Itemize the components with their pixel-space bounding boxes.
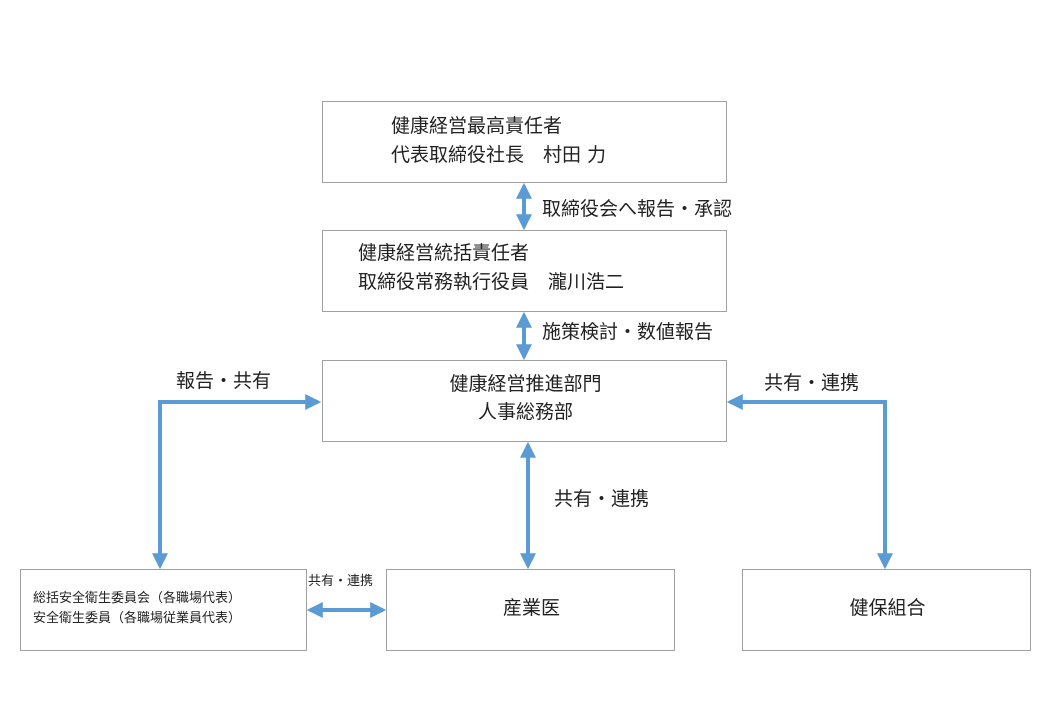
arrow-center-insurance <box>726 394 893 570</box>
label-policy-report: 施策検討・数値報告 <box>542 321 714 343</box>
general-health-manager-title: 健康経営統括責任者 <box>358 242 530 264</box>
health-promotion-dept-title: 健康経営推進部門 <box>449 373 602 395</box>
health-promotion-dept-box: 健康経営推進部門 人事総務部 <box>322 360 727 442</box>
safety-health-committee-line1: 総括安全衛生委員会（各職場代表） <box>33 591 242 606</box>
arrow-committee-center <box>152 394 322 570</box>
safety-health-committee-line2: 安全衛生委員（各職場従業員代表） <box>33 611 242 626</box>
chief-health-officer-box: 健康経営最高責任者 代表取締役社長 村田 力 <box>322 101 727 183</box>
safety-health-committee-box: 総括安全衛生委員会（各職場代表） 安全衛生委員（各職場従業員代表） <box>20 569 307 651</box>
chief-health-officer-name: 代表取締役社長 村田 力 <box>391 144 607 166</box>
label-share-link-small: 共有・連携 <box>308 574 374 589</box>
label-report-share: 報告・共有 <box>176 370 272 392</box>
industrial-doctor-label: 産業医 <box>502 597 560 619</box>
general-health-manager-box: 健康経営統括責任者 取締役常務執行役員 瀧川浩二 <box>322 230 727 312</box>
label-share-link-center: 共有・連携 <box>554 488 650 510</box>
industrial-doctor-box: 産業医 <box>386 569 675 651</box>
general-health-manager-name: 取締役常務執行役員 瀧川浩二 <box>358 271 625 293</box>
health-insurance-union-box: 健保組合 <box>742 569 1031 651</box>
chief-health-officer-title: 健康経営最高責任者 <box>391 115 563 137</box>
label-share-link-right: 共有・連携 <box>764 372 860 394</box>
label-report-approve: 取締役会へ報告・承認 <box>542 198 733 220</box>
health-insurance-union-label: 健保組合 <box>849 597 926 619</box>
hr-general-affairs-dept: 人事総務部 <box>477 401 573 423</box>
